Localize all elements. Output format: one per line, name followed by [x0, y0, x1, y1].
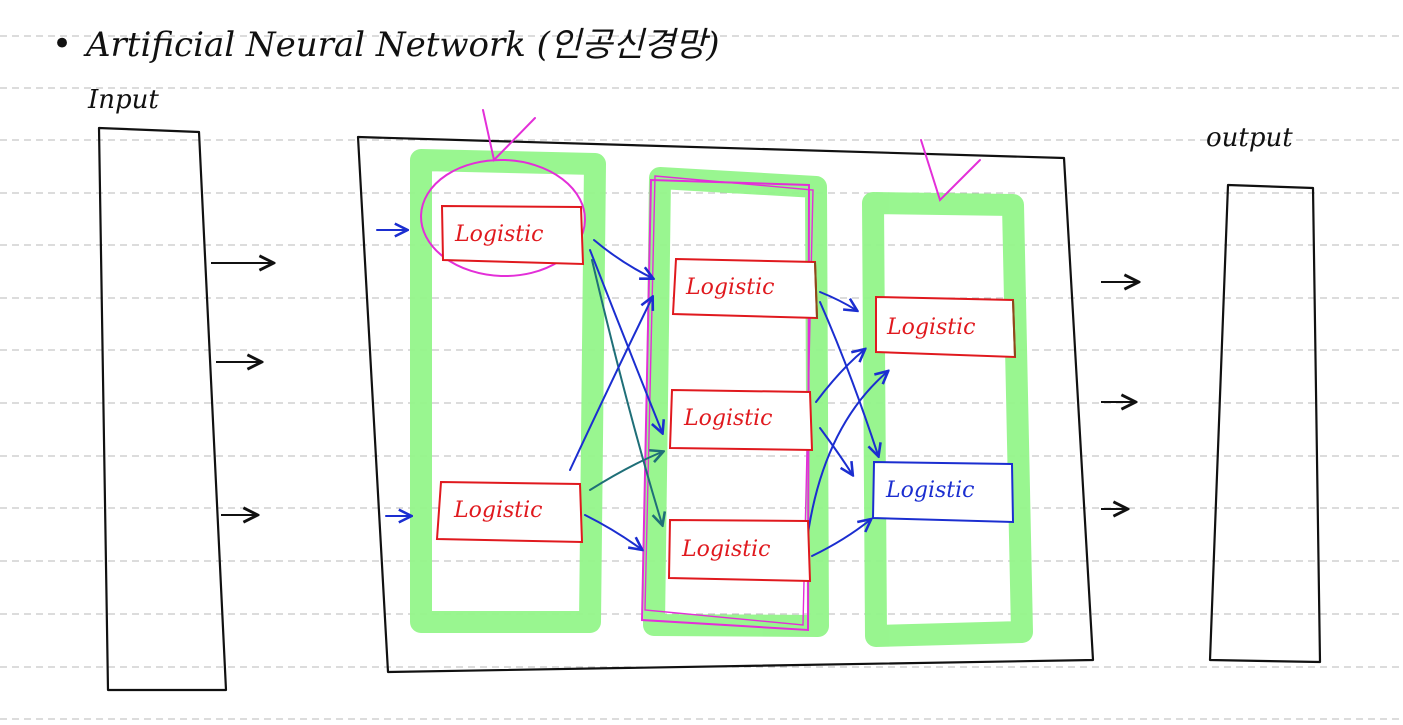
node-layer3-2: Logistic — [871, 460, 1015, 524]
input-layer-box — [97, 126, 228, 692]
output-label: output — [1206, 123, 1293, 153]
output-layer-box — [1208, 183, 1322, 664]
circled-node-annotation — [420, 158, 586, 278]
layer-2-outline — [640, 178, 811, 632]
node-layer2-1: Logistic — [671, 257, 819, 320]
hidden-network-box — [356, 135, 1095, 674]
connections — [376, 230, 887, 557]
highlight-layer-3 — [862, 192, 1033, 647]
node-layer2-2: Logistic — [668, 388, 814, 452]
check-mark-1 — [482, 109, 536, 163]
node-label: Logistic — [453, 498, 542, 523]
node-label: Logistic — [454, 222, 543, 247]
input-arrows — [211, 263, 272, 515]
node-layer2-3: Logistic — [667, 518, 812, 583]
node-layer3-1: Logistic — [875, 295, 1017, 359]
node-label: Logistic — [685, 275, 774, 300]
magenta-annotations — [420, 109, 981, 632]
title-bullet: • — [52, 24, 72, 64]
check-mark-3 — [920, 139, 981, 202]
highlight-layer-1 — [410, 149, 606, 633]
output-arrows — [1101, 282, 1137, 509]
node-label: Logistic — [886, 315, 975, 340]
node-layer1-2: Logistic — [435, 480, 584, 544]
node-label: Logistic — [885, 478, 974, 503]
page-title: Artificial Neural Network (인공신경망) — [83, 25, 720, 65]
node-layer1-1: Logistic — [440, 204, 585, 266]
node-label: Logistic — [681, 537, 770, 562]
node-label: Logistic — [683, 406, 772, 431]
input-label: Input — [87, 85, 159, 115]
